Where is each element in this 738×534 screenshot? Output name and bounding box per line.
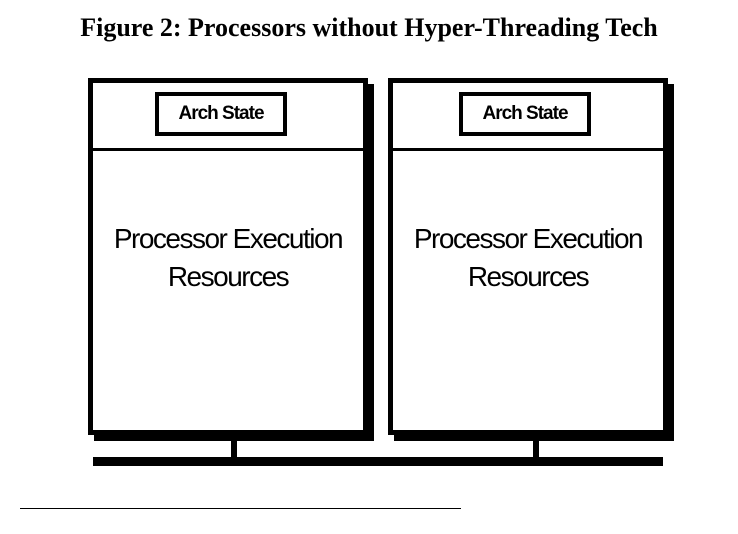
execution-label-line1: Processor Execution <box>413 223 644 254</box>
system-bus <box>93 457 663 466</box>
processor-box-right: Arch State Processor Execution Resources <box>388 78 668 435</box>
footnote-divider <box>20 508 461 509</box>
figure-title: Figure 2: Processors without Hyper-Threa… <box>80 13 658 42</box>
bus-connector-right <box>533 438 539 458</box>
arch-state-box: Arch State <box>155 92 287 136</box>
execution-label-line2: Resources <box>467 261 590 292</box>
execution-label-line2: Resources <box>167 261 290 292</box>
execution-resources: Processor Execution Resources <box>393 151 663 435</box>
arch-state-row: Arch State <box>93 83 363 151</box>
processor-box-left: Arch State Processor Execution Resources <box>88 78 368 435</box>
bus-connector-left <box>231 438 237 458</box>
execution-label-line1: Processor Execution <box>113 223 344 254</box>
arch-state-box: Arch State <box>459 92 591 136</box>
execution-resources: Processor Execution Resources <box>93 151 363 435</box>
arch-state-row: Arch State <box>393 83 663 151</box>
